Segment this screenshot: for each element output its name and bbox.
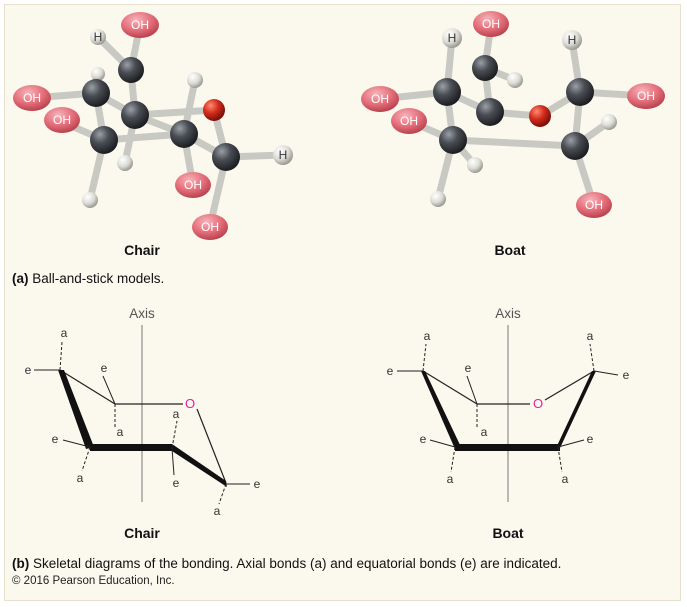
chair-thick-bond-front [90, 444, 172, 451]
chair-ring-oxygen-ball [203, 99, 225, 121]
chair-equatorial-label: e [52, 432, 59, 446]
chair-hydrogen-ball [117, 155, 133, 171]
boat-hydroxyl-ball [627, 83, 665, 109]
chair-oh-label: OH [184, 178, 202, 192]
chair-model-label: Chair [124, 242, 160, 258]
boat-equatorial-label: e [465, 361, 472, 375]
chair-skeletal-label: Chair [124, 525, 160, 541]
boat-oh-label: OH [400, 114, 418, 128]
boat-thick-bond-left [421, 371, 461, 449]
chair-axial-label: a [77, 471, 84, 485]
chair-carbon-ball [82, 79, 110, 107]
chair-axial-label: a [173, 407, 180, 421]
boat-oh-label: OH [637, 89, 655, 103]
boat-hydroxyl-ball [576, 192, 612, 218]
boat-hydrogen-ball [442, 28, 462, 48]
caption-b: (b) Skeletal diagrams of the bonding. Ax… [12, 556, 561, 571]
boat-ring-oxygen-label: O [533, 396, 543, 411]
chair-hydroxyl-ball [192, 214, 228, 240]
chair-oh-label: OH [131, 18, 149, 32]
boat-carbon-ball [566, 78, 594, 106]
chair-carbon-ball [170, 120, 198, 148]
chair-thick-bond-left [58, 370, 94, 449]
chair-hydroxyl-ball [175, 172, 211, 198]
boat-equatorial-label: e [623, 368, 630, 382]
boat-axial-label: a [562, 472, 569, 486]
caption-a-tag: (a) [12, 271, 29, 286]
caption-a: (a) Ball-and-stick models. [12, 271, 164, 286]
boat-carbon-ball [476, 98, 504, 126]
boat-hydrogen-ball [562, 30, 582, 50]
chair-hydroxyl-ball [13, 85, 51, 111]
chair-equatorial-label: e [101, 361, 108, 375]
boat-equatorial-label: e [587, 432, 594, 446]
boat-model-label: Boat [494, 242, 525, 258]
chair-axial-label: a [214, 504, 221, 518]
boat-oh-label: OH [482, 17, 500, 31]
chair-equatorial-label: e [173, 476, 180, 490]
boat-carbon-ball [439, 126, 467, 154]
boat-hydrogen-ball [601, 114, 617, 130]
chair-skeletal-diagram [34, 325, 250, 505]
boat-thick-bond-right [556, 371, 596, 448]
boat-axis-label: Axis [495, 306, 521, 321]
boat-hydrogen-ball [467, 157, 483, 173]
chair-carbon-ball [118, 57, 144, 83]
chair-equatorial-label: e [254, 477, 261, 491]
boat-carbon-ball [561, 132, 589, 160]
boat-equatorial-label: e [387, 364, 394, 378]
boat-skeletal-label: Boat [492, 525, 523, 541]
chair-hydrogen-ball [90, 29, 106, 45]
chair-hydrogen-ball [273, 145, 293, 165]
boat-h-label: H [448, 31, 457, 45]
chair-axial-label: a [117, 425, 124, 439]
boat-hydroxyl-ball [473, 11, 509, 37]
chair-ball-and-stick-model: OH OH OH OH OH H H [13, 12, 293, 240]
boat-h-label: H [568, 33, 577, 47]
chair-equatorial-label: e [25, 363, 32, 377]
chair-carbon-ball [121, 101, 149, 129]
caption-b-tag: (b) [12, 556, 30, 571]
boat-hydroxyl-ball [391, 108, 427, 134]
boat-ball-and-stick-model: OH OH OH OH OH H H [361, 11, 665, 218]
chair-ring-oxygen-label: O [185, 396, 195, 411]
boat-skeletal-diagram [397, 325, 619, 502]
chair-axial-label: a [61, 326, 68, 340]
chair-oh-label: OH [201, 220, 219, 234]
boat-axial-label: a [587, 329, 594, 343]
chair-hydroxyl-ball [44, 107, 80, 133]
boat-equatorial-label: e [420, 432, 427, 446]
chair-oh-label: OH [53, 113, 71, 127]
caption-b-text: Skeletal diagrams of the bonding. Axial … [33, 556, 562, 571]
chair-carbon-ball [90, 126, 118, 154]
chair-hydroxyl-ball [121, 12, 159, 38]
boat-carbon-ball [433, 78, 461, 106]
chair-hydrogen-ball [187, 72, 203, 88]
chair-h-label: H [94, 30, 103, 44]
chair-thick-bond-right [172, 444, 227, 487]
boat-axial-label: a [481, 425, 488, 439]
copyright-notice: © 2016 Pearson Education, Inc. [12, 575, 175, 587]
boat-hydroxyl-ball [361, 86, 399, 112]
boat-ring-oxygen-ball [529, 105, 551, 127]
chair-hydrogen-ball [82, 192, 98, 208]
chair-axis-label: Axis [129, 306, 155, 321]
chair-oh-label: OH [23, 91, 41, 105]
boat-oh-label: OH [585, 198, 603, 212]
chair-h-label: H [279, 148, 288, 162]
chair-carbon-ball [212, 143, 240, 171]
boat-carbon-ball [472, 55, 498, 81]
boat-oh-label: OH [371, 92, 389, 106]
boat-hydrogen-ball [507, 72, 523, 88]
caption-a-text: Ball-and-stick models. [32, 271, 165, 286]
boat-hydrogen-ball [430, 191, 446, 207]
chair-hydrogen-ball [91, 67, 105, 81]
boat-axial-label: a [424, 329, 431, 343]
boat-thick-bond-front [455, 444, 560, 451]
boat-axial-label: a [447, 472, 454, 486]
